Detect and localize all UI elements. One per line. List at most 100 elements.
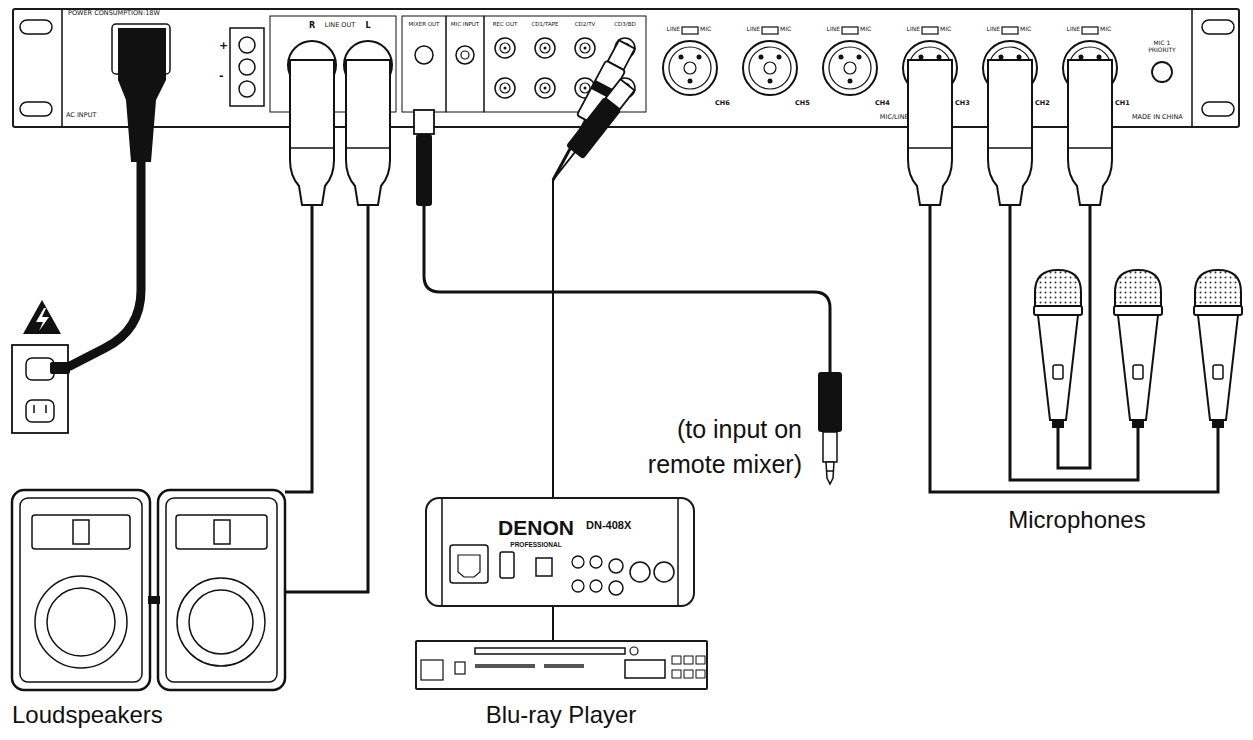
microphone-group: Microphones xyxy=(1030,265,1246,428)
panel-label: MIC xyxy=(780,26,802,33)
panel-label: MIC xyxy=(1100,26,1122,33)
panel-label: R xyxy=(302,21,322,30)
wall-plug xyxy=(50,362,70,374)
panel-label: LINE xyxy=(1054,26,1080,33)
rca-jack xyxy=(495,38,515,58)
panel-label: MIC 1 PRIORITY xyxy=(1140,40,1184,54)
rca-plug-body xyxy=(577,60,626,125)
loudspeaker-horn xyxy=(176,515,267,549)
bluray-player: Blu-ray Player xyxy=(415,640,708,690)
panel-label: MIC xyxy=(1020,26,1042,33)
panel-label: POWER CONSUMPTION:18W xyxy=(68,10,218,17)
combo-jack xyxy=(663,41,717,95)
rack-slot xyxy=(20,102,52,116)
rca-cable xyxy=(553,48,625,180)
iec-inlet xyxy=(112,24,170,74)
loudspeaker-tweeter xyxy=(73,520,89,544)
panel-label: CH1 xyxy=(1115,100,1141,107)
slide-switch xyxy=(762,27,778,34)
panel-label: MIC INPUT xyxy=(447,21,483,27)
microphone xyxy=(1034,270,1082,428)
phone-plug-body xyxy=(818,372,842,432)
wall-outlet xyxy=(12,345,68,433)
panel-label: CH2 xyxy=(1035,100,1061,107)
section-frame xyxy=(402,16,446,112)
speaker-cable xyxy=(285,200,368,592)
loudspeaker-cone xyxy=(47,588,115,656)
rca-plug-body xyxy=(566,97,622,159)
loudspeaker-cabinet xyxy=(12,490,150,690)
panel-label: CD2/TV xyxy=(565,21,605,27)
player-button xyxy=(672,656,681,664)
player-button xyxy=(696,656,705,664)
disc-slot xyxy=(475,648,625,654)
panel-label: CH3 xyxy=(955,100,981,107)
panel-label: MIC xyxy=(940,26,962,33)
panel-label: MIC xyxy=(860,26,882,33)
panel-label: MIC xyxy=(700,26,722,33)
player-foot xyxy=(421,660,443,680)
panel-label: LINE xyxy=(734,26,760,33)
outlet-slot xyxy=(45,405,47,413)
phone-plug-collar xyxy=(414,110,434,134)
section-frame xyxy=(446,16,484,112)
rack-slot xyxy=(1202,20,1234,34)
terminal-screw xyxy=(239,37,255,53)
loudspeaker-tweeter xyxy=(214,520,230,544)
priority-button xyxy=(1152,62,1172,82)
combo-jack xyxy=(983,41,1037,95)
loudspeaker-pair: Loudspeakers xyxy=(12,490,285,690)
panel-label: CD1/TAPE xyxy=(525,21,565,27)
terminal-screw xyxy=(239,81,255,97)
warning-bolt xyxy=(36,308,49,331)
microphone-cable xyxy=(930,190,1218,492)
phone-jack xyxy=(415,46,433,64)
slide-switch xyxy=(1082,27,1098,34)
slide-switch xyxy=(922,27,938,34)
phone-plug-ring xyxy=(826,470,834,472)
xlr-plug xyxy=(988,60,1032,205)
cable-note: (to input on remote mixer) xyxy=(612,412,802,482)
device-caption: Microphones xyxy=(972,506,1182,534)
mixer-unit: DENONPROFESSIONALDN-408X xyxy=(425,497,695,607)
combo-jack xyxy=(743,41,797,95)
combo-jack xyxy=(1063,41,1117,95)
device-caption: Loudspeakers xyxy=(12,701,232,729)
panel-label: CH6 xyxy=(715,100,741,107)
rear-panel: POWER CONSUMPTION:18WAC INPUT+-LINE OUTR… xyxy=(12,8,1240,128)
ir-sensor xyxy=(630,647,638,655)
panel-label: L xyxy=(358,21,378,30)
device-caption: Blu-ray Player xyxy=(411,701,711,729)
player-button xyxy=(696,670,705,678)
microphone-cable xyxy=(1010,190,1138,480)
unit-label: DN-408X xyxy=(586,519,656,532)
warning-triangle xyxy=(23,300,61,334)
terminal-block xyxy=(230,28,264,106)
usb-port xyxy=(455,662,465,674)
phone-plug-body xyxy=(416,134,432,206)
combo-jack xyxy=(823,41,877,95)
combo-jack xyxy=(903,41,957,95)
panel-label: LINE xyxy=(814,26,840,33)
outlet-socket xyxy=(26,400,54,422)
loudspeaker-woofer xyxy=(35,576,127,668)
xlr-jack xyxy=(344,41,392,89)
unit-label: DENON xyxy=(488,516,584,540)
rca-jack xyxy=(575,78,595,98)
player-button xyxy=(684,670,693,678)
section-frame xyxy=(270,16,396,112)
mixer-out-cable xyxy=(424,200,830,372)
panel-label: LINE xyxy=(974,26,1000,33)
loudspeaker-cabinet xyxy=(158,490,285,690)
rack-ear-line xyxy=(61,8,63,128)
slide-switch xyxy=(682,27,698,34)
loudspeaker-front xyxy=(166,498,277,682)
player-button xyxy=(684,656,693,664)
section-frame xyxy=(484,16,646,112)
panel-label: REC OUT xyxy=(487,21,523,27)
panel-label: - xyxy=(219,70,229,83)
panel-label: CH5 xyxy=(795,100,821,107)
